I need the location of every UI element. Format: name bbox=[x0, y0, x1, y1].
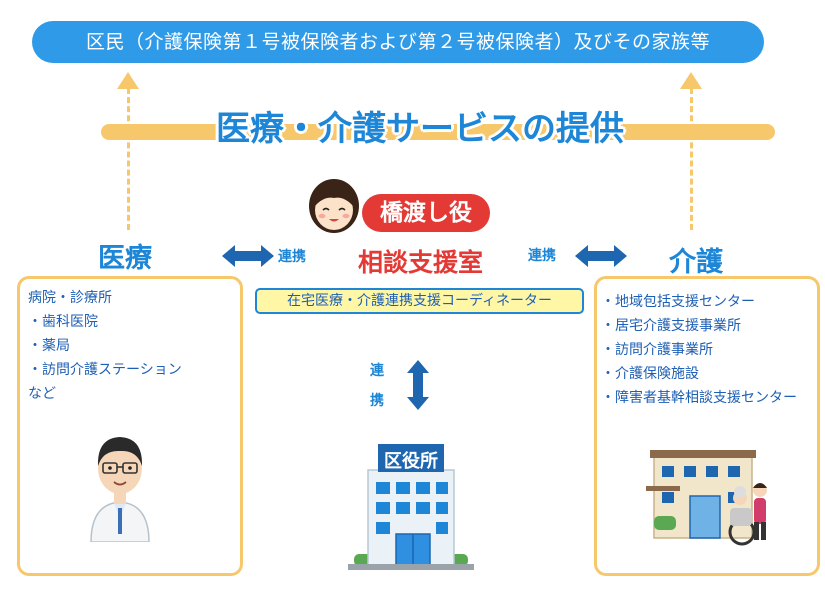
care-list: ・地域包括支援センター ・居宅介護支援事業所 ・訪問介護事業所 ・介護保険施設 … bbox=[601, 290, 797, 410]
consultation-room-title: 相談支援室 bbox=[358, 248, 484, 277]
double-arrow-right-icon bbox=[575, 245, 627, 267]
dashed-line-left bbox=[127, 88, 130, 230]
double-arrow-vertical-icon bbox=[407, 360, 429, 410]
doctor-icon bbox=[90, 437, 150, 542]
link-label-vertical-1: 連 bbox=[370, 363, 384, 379]
medical-list: 病院・診療所 ・歯科医院 ・薬局 ・訪問介護ステーション など bbox=[28, 286, 182, 406]
list-item: ・薬局 bbox=[28, 338, 70, 354]
ward-office-building-icon bbox=[348, 444, 474, 570]
care-facility-icon bbox=[646, 450, 767, 546]
list-item: など bbox=[28, 386, 56, 402]
list-item: ・訪問介護事業所 bbox=[601, 342, 713, 358]
nurse-icon bbox=[309, 179, 359, 233]
residents-banner: 区民（介護保険第１号被保険者および第２号被保険者）及びその家族等 bbox=[32, 21, 764, 63]
list-item: ・地域包括支援センター bbox=[601, 294, 755, 310]
ward-office-sign: 区役所 bbox=[384, 451, 438, 472]
link-label-vertical-2: 携 bbox=[370, 393, 384, 409]
list-item: ・障害者基幹相談支援センター bbox=[601, 390, 797, 406]
list-item: ・介護保険施設 bbox=[601, 366, 699, 382]
service-title: 医療・介護サービスの提供 bbox=[216, 109, 624, 149]
list-item: ・訪問介護ステーション bbox=[28, 362, 182, 378]
arrow-up-left-icon bbox=[117, 72, 139, 89]
coordinator-label: 在宅医療・介護連携支援コーディネーター bbox=[255, 288, 584, 314]
arrow-up-right-icon bbox=[680, 72, 702, 89]
medical-heading: 医療 bbox=[98, 243, 152, 274]
double-arrow-left-icon bbox=[222, 245, 274, 267]
dashed-line-right bbox=[690, 88, 693, 230]
link-label-left: 連携 bbox=[278, 249, 306, 265]
link-label-right: 連携 bbox=[528, 248, 556, 264]
list-item: ・居宅介護支援事業所 bbox=[601, 318, 741, 334]
care-heading: 介護 bbox=[669, 247, 723, 278]
list-item: ・歯科医院 bbox=[28, 314, 98, 330]
list-item: 病院・診療所 bbox=[28, 290, 112, 306]
bridge-role-badge: 橋渡し役 bbox=[362, 194, 490, 232]
service-bar bbox=[101, 124, 775, 140]
